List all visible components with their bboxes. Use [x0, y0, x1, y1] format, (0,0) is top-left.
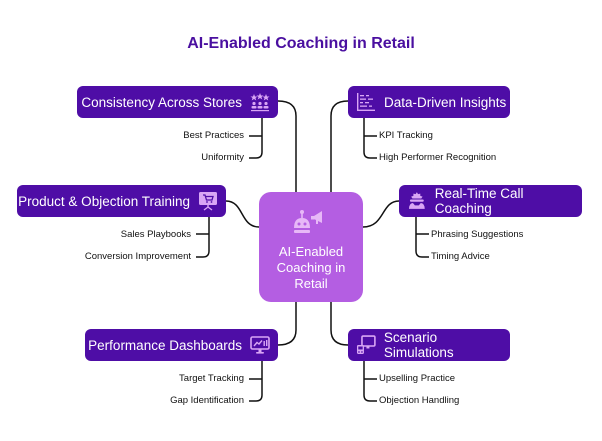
- diagram-title: AI-Enabled Coaching in Retail: [187, 35, 415, 52]
- desktop-simulation-icon: [356, 335, 376, 354]
- leaf-objection-handling: Objection Handling: [379, 395, 460, 406]
- center-label: AI-Enabled Coaching in Retail: [276, 244, 346, 291]
- branch-label: Real-Time Call Coaching: [434, 186, 524, 216]
- presentation-cart-icon: [199, 192, 217, 211]
- branch-consistency-across-stores[interactable]: Consistency Across Stores: [77, 86, 278, 118]
- bar-chart-icon: [357, 93, 375, 111]
- link-data: [330, 100, 349, 192]
- center-node[interactable]: AI-Enabled Coaching in Retail: [259, 192, 363, 302]
- link-scenario: [330, 302, 349, 346]
- leaf-phrasing-suggestions: Phrasing Suggestions: [431, 229, 524, 240]
- leaf-high-performer-recognition: High Performer Recognition: [379, 152, 497, 163]
- branch-product-objection-training[interactable]: Product & Objection Training: [17, 185, 226, 217]
- leaf-upselling-practice: Upselling Practice: [379, 373, 456, 384]
- branch-data-driven-insights[interactable]: Data-Driven Insights: [348, 86, 510, 118]
- branch-label: Scenario Simulations: [383, 330, 454, 360]
- leaf-timing-advice: Timing Advice: [431, 251, 490, 262]
- link-dashboards: [277, 302, 297, 346]
- branch-scenario-simulations[interactable]: Scenario Simulations: [348, 329, 510, 361]
- link-consistency: [277, 100, 297, 192]
- leaf-best-practices: Best Practices: [183, 130, 244, 141]
- link-realtime: [362, 200, 400, 228]
- leaf-conversion-improvement: Conversion Improvement: [84, 251, 191, 262]
- leaf-target-tracking: Target Tracking: [179, 373, 244, 384]
- leaf-sales-playbooks: Sales Playbooks: [120, 229, 191, 240]
- link-product: [225, 200, 260, 228]
- branch-label: Consistency Across Stores: [81, 94, 242, 110]
- branch-label: Data-Driven Insights: [384, 94, 507, 110]
- leaf-kpi-tracking: KPI Tracking: [379, 130, 433, 141]
- branch-performance-dashboards[interactable]: Performance Dashboards: [85, 329, 278, 361]
- robot-megaphone-icon: [294, 210, 322, 233]
- branch-label: Performance Dashboards: [88, 337, 242, 353]
- headset-support-icon: [408, 192, 425, 209]
- leaf-gap-identification: Gap Identification: [170, 395, 244, 406]
- branch-label: Product & Objection Training: [18, 193, 190, 209]
- branch-real-time-call-coaching[interactable]: Real-Time Call Coaching: [399, 185, 582, 217]
- team-stars-icon: [250, 93, 270, 112]
- monitor-chart-icon: [250, 336, 270, 354]
- leaf-uniformity: Uniformity: [201, 152, 244, 163]
